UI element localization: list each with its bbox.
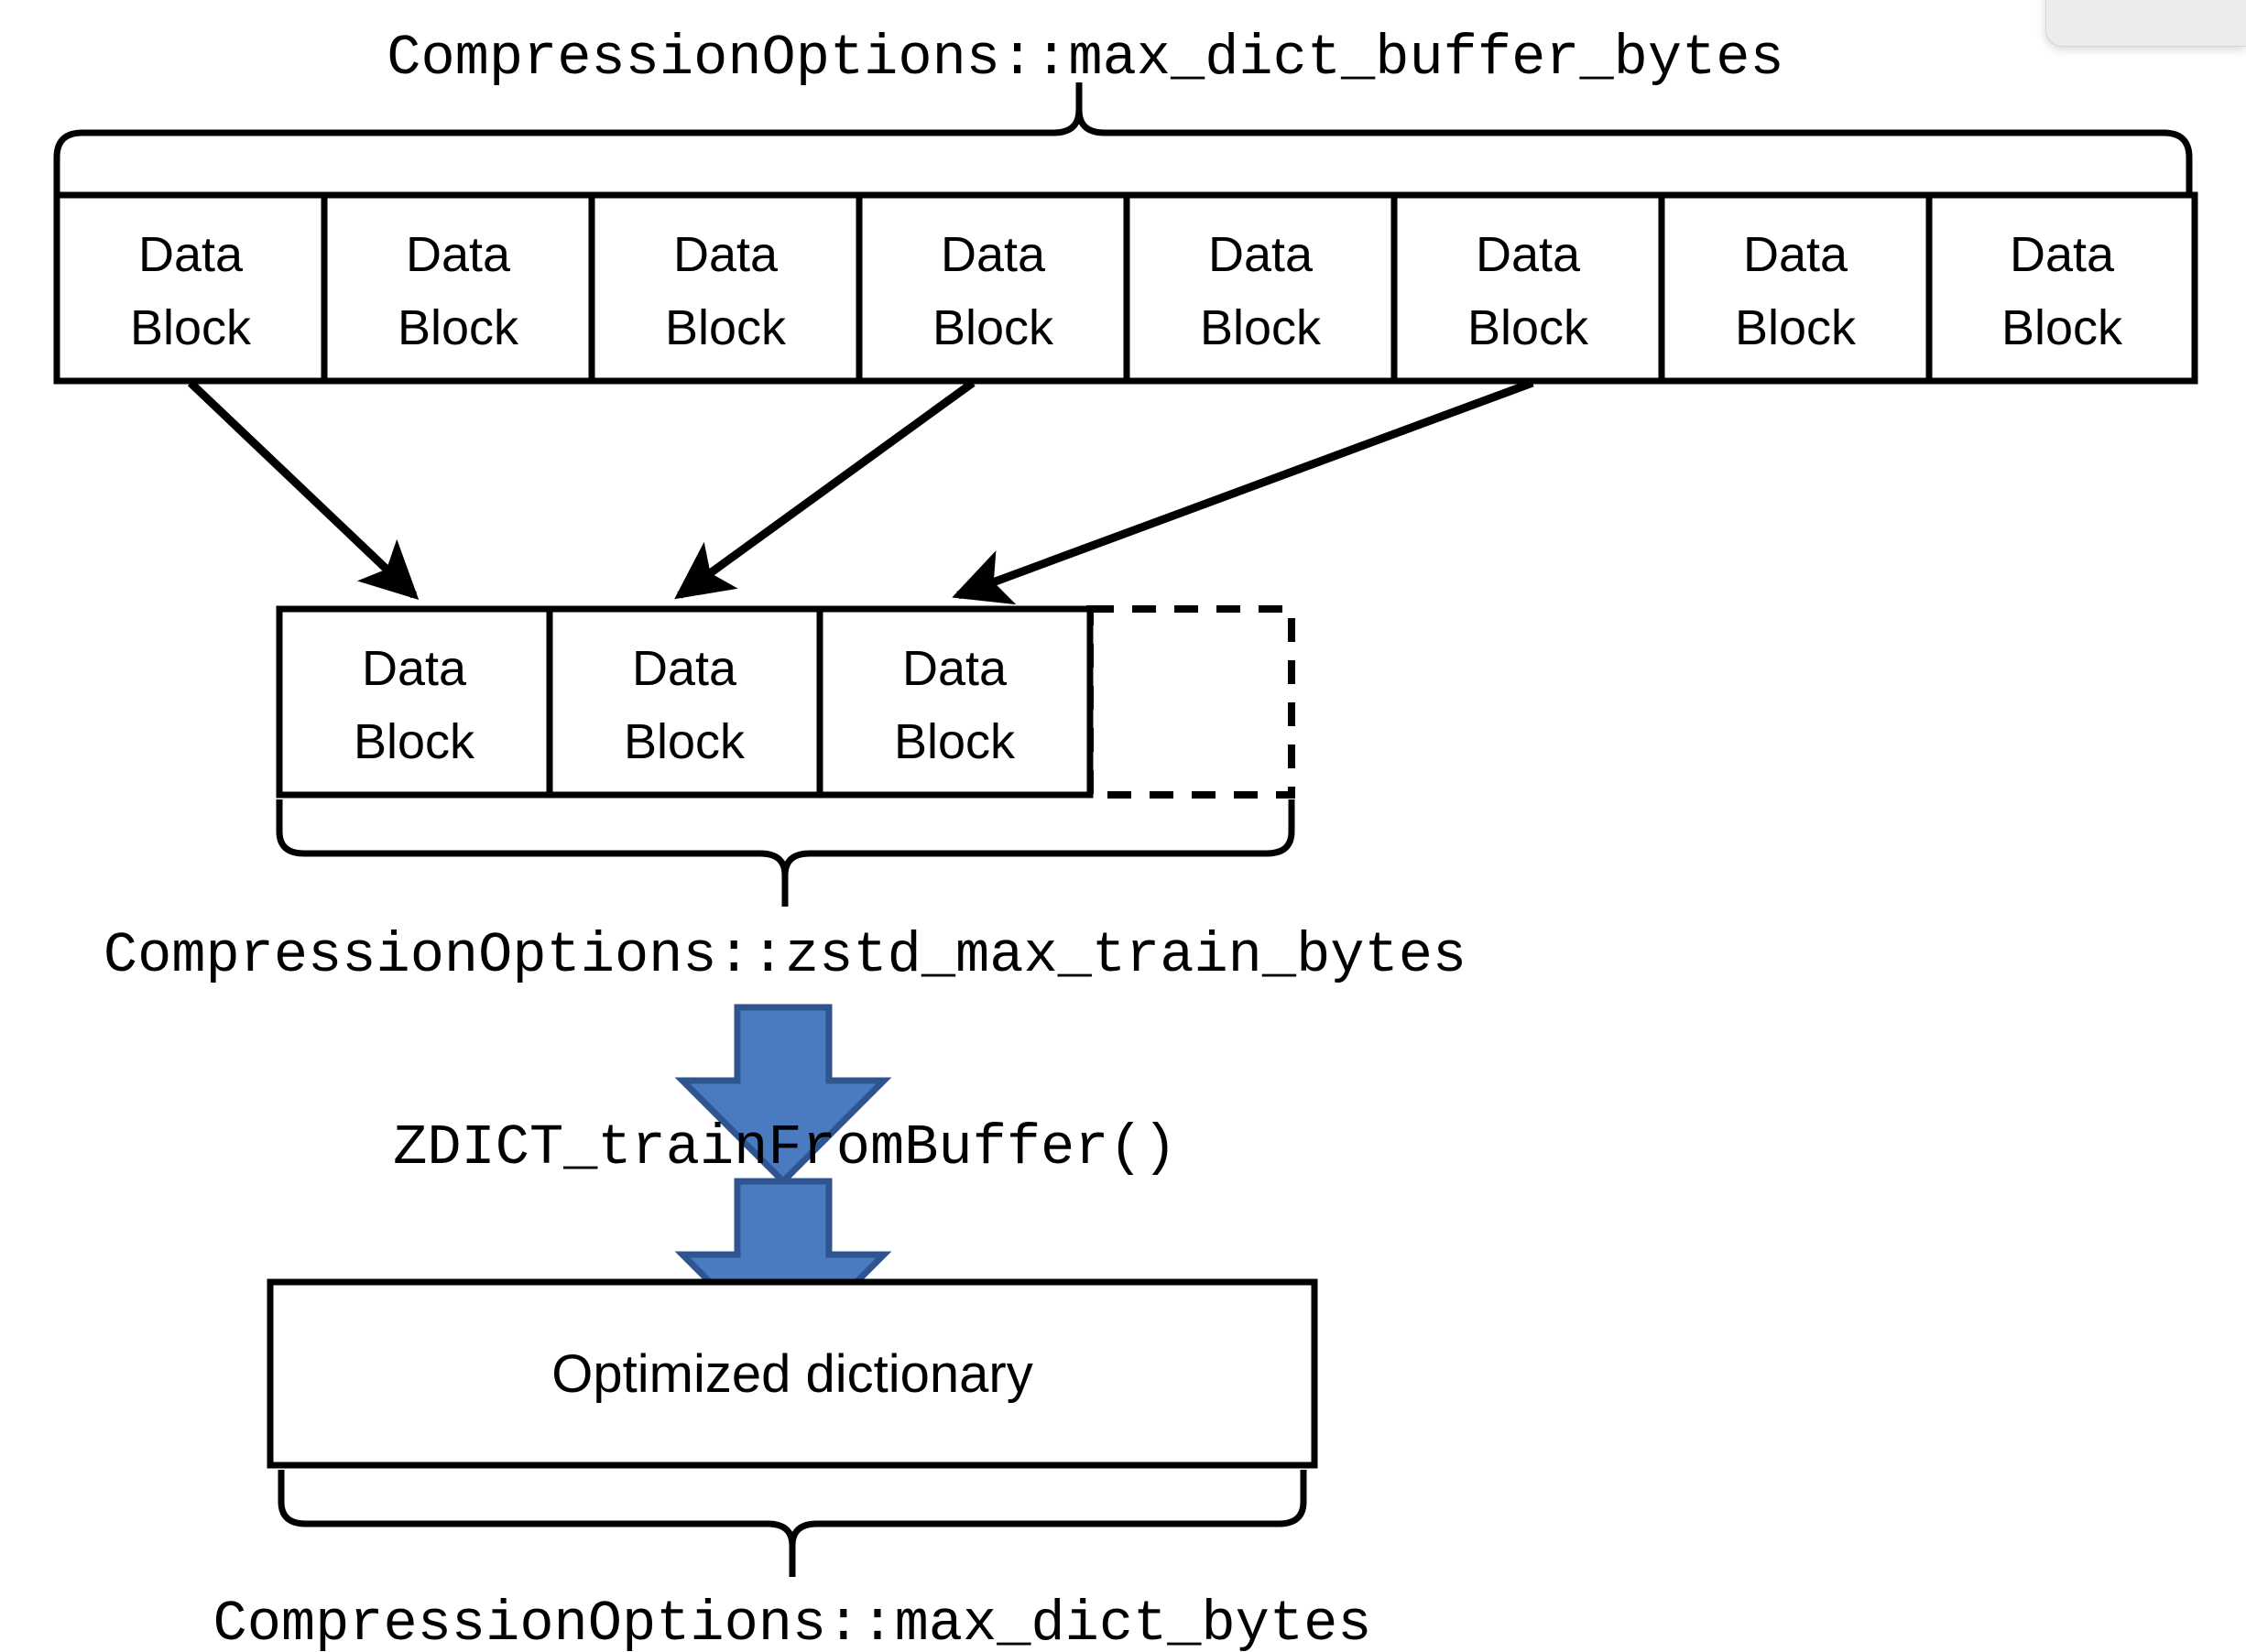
empty-block-placeholder	[1086, 605, 1295, 799]
data-block	[276, 605, 553, 799]
brace-bottom	[278, 1470, 1307, 1577]
top-block-row: Data Data Data Data Data Data Data Data …	[53, 191, 2198, 385]
data-block-label-line1: Data	[632, 641, 737, 696]
connector-arrow	[674, 379, 976, 600]
label-zstd-max-train-bytes: CompressionOptions::zstd_max_train_bytes	[104, 923, 1466, 988]
data-block-label-line2: Block	[2001, 300, 2123, 355]
data-block-label-line2: Block	[130, 300, 252, 355]
data-block	[321, 191, 595, 385]
flow-arrow-down-1	[674, 1004, 892, 1186]
data-block-label-line1: Data	[1476, 227, 1581, 282]
data-block-label-line2: Block	[1467, 300, 1589, 355]
data-block-label-line1: Data	[138, 227, 244, 282]
data-block	[1658, 191, 1933, 385]
brace-middle	[276, 799, 1295, 907]
data-block-label-line2: Block	[624, 714, 746, 769]
data-block	[53, 191, 328, 385]
connector-arrow	[187, 379, 420, 600]
data-block-label-line2: Block	[665, 300, 787, 355]
data-block-label-line2: Block	[398, 300, 519, 355]
data-block	[816, 605, 1094, 799]
brace-top	[53, 82, 2193, 194]
window-chrome-fragment	[2045, 0, 2246, 47]
data-block-label-line1: Data	[941, 227, 1046, 282]
label-max-dict-bytes: CompressionOptions::max_dict_bytes	[213, 1592, 1371, 1652]
data-block-label-line1: Data	[406, 227, 511, 282]
data-block-label-line2: Block	[894, 714, 1016, 769]
data-block	[546, 605, 823, 799]
data-block	[1925, 191, 2198, 385]
data-block-label-line1: Data	[362, 641, 467, 696]
data-block-label-line1: Data	[1743, 227, 1848, 282]
data-block	[588, 191, 863, 385]
connector-arrow	[952, 378, 1534, 605]
connector-arrows	[187, 378, 1534, 605]
data-block-label-line1: Data	[673, 227, 779, 282]
optimized-dictionary-box: Optimized dictionary	[267, 1278, 1318, 1469]
data-block-label-line1: Data	[2010, 227, 2115, 282]
data-block-label-line1: Data	[902, 641, 1008, 696]
data-block-label-line2: Block	[1200, 300, 1322, 355]
data-block-label-line2: Block	[354, 714, 475, 769]
label-zdict-train-from-buffer: ZDICT_trainFromBuffer()	[393, 1115, 1177, 1180]
data-block-label-line2: Block	[1735, 300, 1857, 355]
middle-block-row: Data Data Data Block Block Block	[276, 605, 1295, 799]
label-max-dict-buffer-bytes: CompressionOptions::max_dict_buffer_byte…	[387, 26, 1783, 91]
data-block-label-line2: Block	[932, 300, 1054, 355]
optimized-dictionary-label: Optimized dictionary	[551, 1344, 1032, 1404]
data-block-label-line1: Data	[1208, 227, 1314, 282]
